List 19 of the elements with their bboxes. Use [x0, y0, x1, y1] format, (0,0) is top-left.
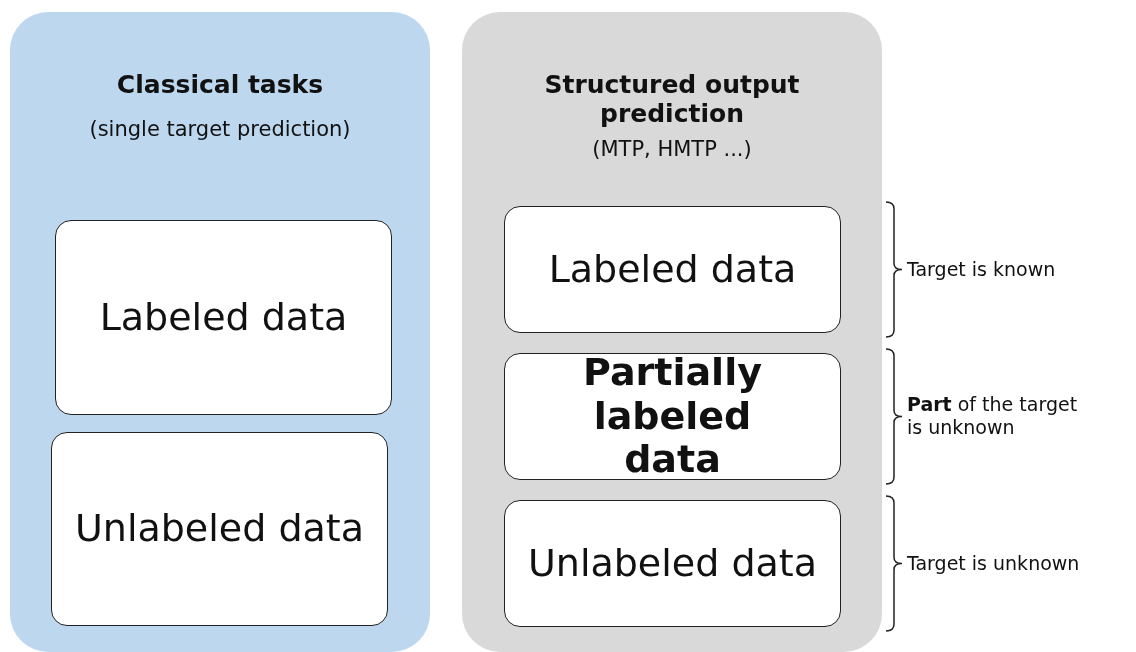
- panel-subtitle: (MTP, HMTP ...): [591, 137, 753, 161]
- panel-title: Classical tasks: [115, 70, 325, 99]
- bracket-note: Target is unknown: [907, 551, 1081, 576]
- box-label: Labeled data: [548, 247, 797, 292]
- box-label: Unlabeled data: [75, 507, 364, 551]
- box-label: Partially labeled data: [582, 350, 763, 483]
- panel: [10, 12, 430, 652]
- panel-title: Structured output prediction: [543, 70, 801, 128]
- box-label: Labeled data: [99, 295, 348, 340]
- panel-subtitle: (single target prediction): [88, 117, 352, 141]
- data-box: [504, 353, 841, 480]
- data-box: [504, 500, 841, 627]
- panel: [462, 12, 882, 652]
- bracket-note: Part of the target is unknown: [907, 392, 1079, 440]
- data-box: [504, 206, 841, 333]
- data-box: [51, 432, 388, 626]
- bracket-note: Target is known: [907, 257, 1057, 282]
- box-label: Unlabeled data: [528, 541, 817, 586]
- data-box: [55, 220, 392, 415]
